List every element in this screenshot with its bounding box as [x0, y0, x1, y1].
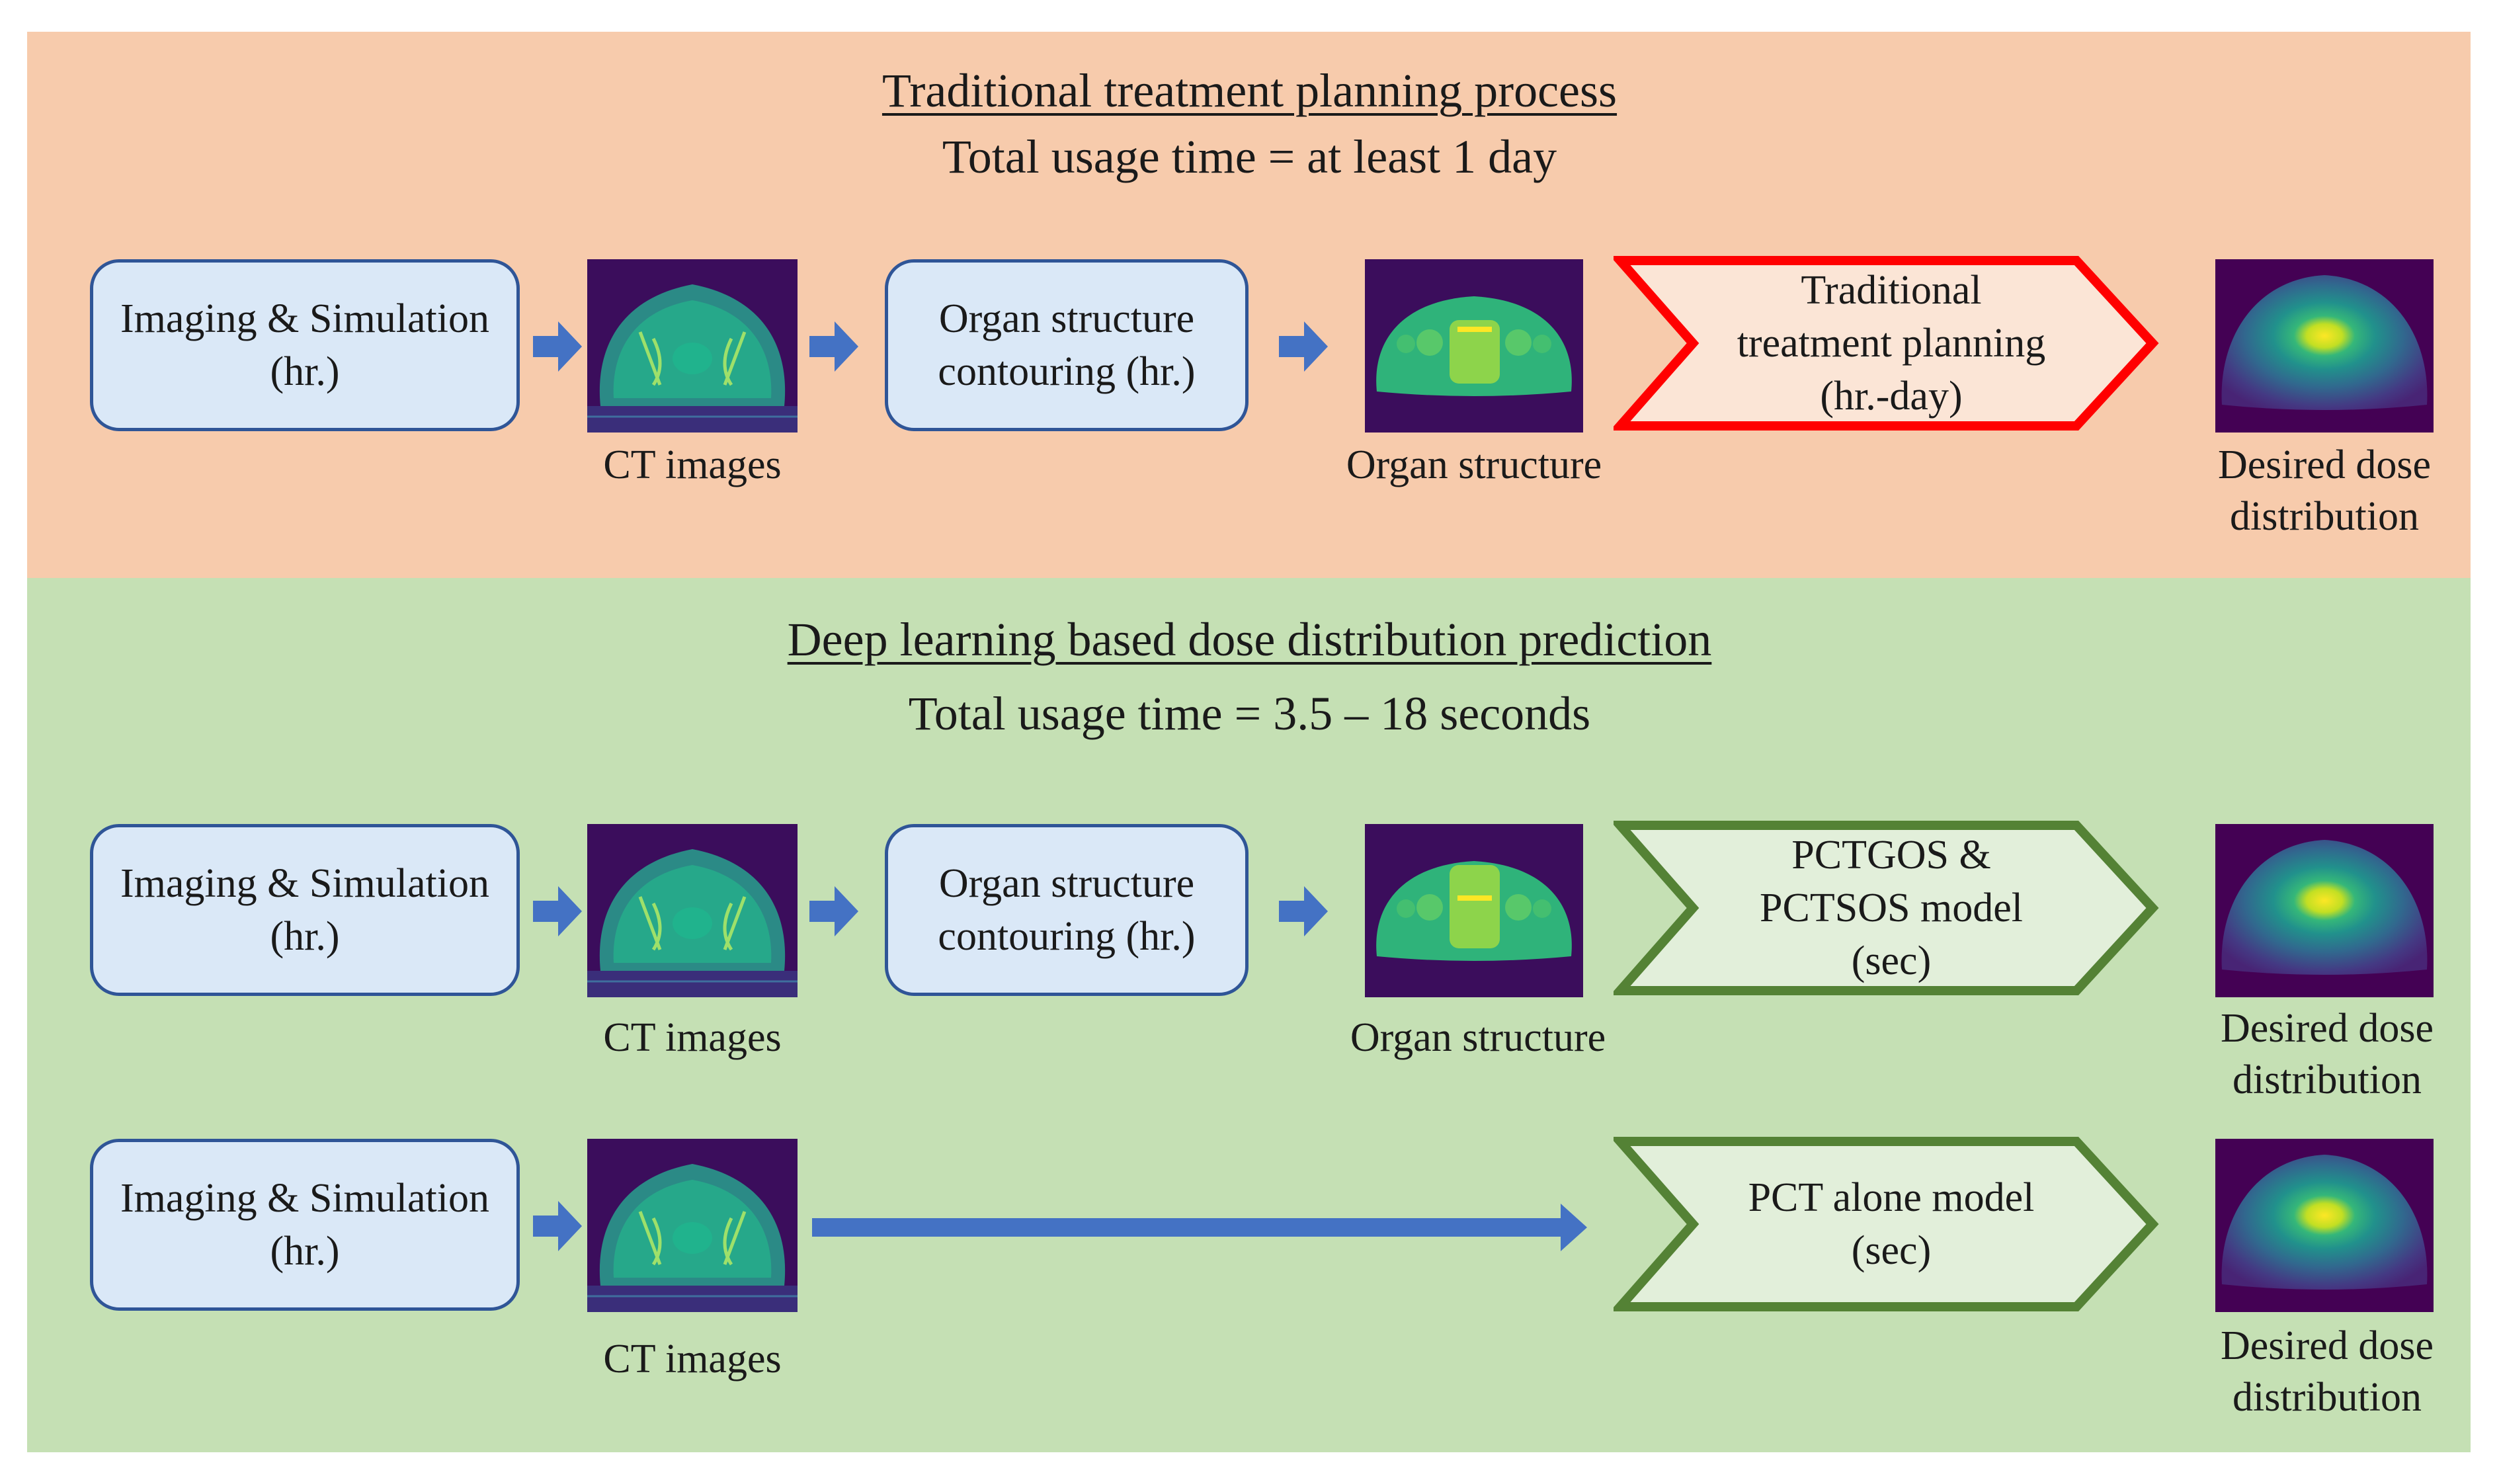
box-label: Organ structure — [938, 296, 1195, 341]
right-arrow-icon — [533, 321, 582, 372]
chevron-line: PCT alone model — [1748, 1175, 2035, 1220]
organ-structure-caption: Organ structure — [1350, 1015, 1606, 1060]
chevron-line: PCTSOS model — [1760, 886, 2023, 930]
right-arrow-icon — [533, 886, 582, 936]
chevron-line: treatment planning — [1737, 321, 2046, 366]
pct-alone-chevron — [1614, 1137, 2159, 1311]
long-right-arrow-icon — [812, 1204, 1587, 1251]
dose-distribution-image — [2215, 259, 2434, 433]
right-arrow-icon — [533, 1201, 582, 1251]
pctgos-pctsos-label: PCTGOS & PCTSOS model (sec) — [1693, 819, 2090, 997]
organ-structure-image — [1365, 259, 1583, 433]
organ-contouring-box: Organ structure contouring (hr.) — [885, 259, 1249, 431]
traditional-time: Total usage time = at least 1 day — [942, 130, 1557, 183]
desired-dose-caption: Desired dose distribution — [2189, 439, 2460, 542]
desired-dose-caption: Desired dose distribution — [2192, 1320, 2463, 1423]
imaging-simulation-box: Imaging & Simulation (hr.) — [90, 259, 520, 431]
pct-alone-label: PCT alone model (sec) — [1693, 1135, 2090, 1313]
pctgos-pctsos-chevron — [1614, 821, 2159, 995]
ct-images-caption: CT images — [603, 1015, 782, 1060]
chevron-line: (sec) — [1851, 938, 1932, 983]
caption-line: distribution — [2233, 1375, 2422, 1420]
box-label: (hr.) — [270, 914, 340, 959]
organ-contouring-box: Organ structure contouring (hr.) — [885, 824, 1249, 996]
dose-distribution-image — [2215, 824, 2434, 997]
imaging-simulation-box: Imaging & Simulation (hr.) — [90, 1139, 520, 1311]
dose-distribution-image — [2215, 1139, 2434, 1312]
caption-line: Desired dose — [2221, 1006, 2434, 1051]
chevron-line: PCTGOS & — [1791, 833, 1991, 878]
desired-dose-caption: Desired dose distribution — [2192, 1003, 2463, 1106]
box-label: (hr.) — [270, 1229, 340, 1274]
chevron-line: (sec) — [1851, 1228, 1932, 1273]
box-label: Organ structure — [938, 861, 1195, 906]
box-label: Imaging & Simulation — [120, 296, 489, 341]
box-label: (hr.) — [270, 349, 340, 394]
organ-structure-caption: Organ structure — [1346, 442, 1602, 487]
deep-learning-time: Total usage time = 3.5 – 18 seconds — [908, 687, 1591, 740]
box-label: contouring (hr.) — [938, 349, 1196, 394]
ct-image — [587, 1139, 798, 1312]
right-arrow-icon — [809, 321, 858, 372]
right-arrow-icon — [809, 886, 858, 936]
traditional-title: Traditional treatment planning process — [881, 64, 1618, 117]
caption-line: distribution — [2233, 1057, 2422, 1102]
right-arrow-icon — [1279, 321, 1328, 372]
ct-image — [587, 824, 798, 997]
box-label: Imaging & Simulation — [120, 861, 489, 906]
ct-image — [587, 259, 798, 433]
deep-learning-title: Deep learning based dose distribution pr… — [787, 613, 1712, 666]
caption-line: Desired dose — [2221, 1323, 2434, 1368]
caption-line: distribution — [2230, 494, 2419, 539]
ct-images-caption: CT images — [603, 442, 782, 487]
box-label: contouring (hr.) — [938, 914, 1196, 959]
box-label: Imaging & Simulation — [120, 1176, 489, 1221]
caption-line: Desired dose — [2218, 442, 2431, 487]
traditional-planning-chevron — [1614, 256, 2159, 431]
organ-structure-image — [1365, 824, 1583, 997]
right-arrow-icon — [1279, 886, 1328, 936]
imaging-simulation-box: Imaging & Simulation (hr.) — [90, 824, 520, 996]
chevron-line: (hr.-day) — [1820, 374, 1963, 419]
ct-images-caption: CT images — [603, 1337, 782, 1381]
chevron-line: Traditional — [1801, 268, 1982, 313]
traditional-planning-label: Traditional treatment planning (hr.-day) — [1693, 254, 2090, 433]
